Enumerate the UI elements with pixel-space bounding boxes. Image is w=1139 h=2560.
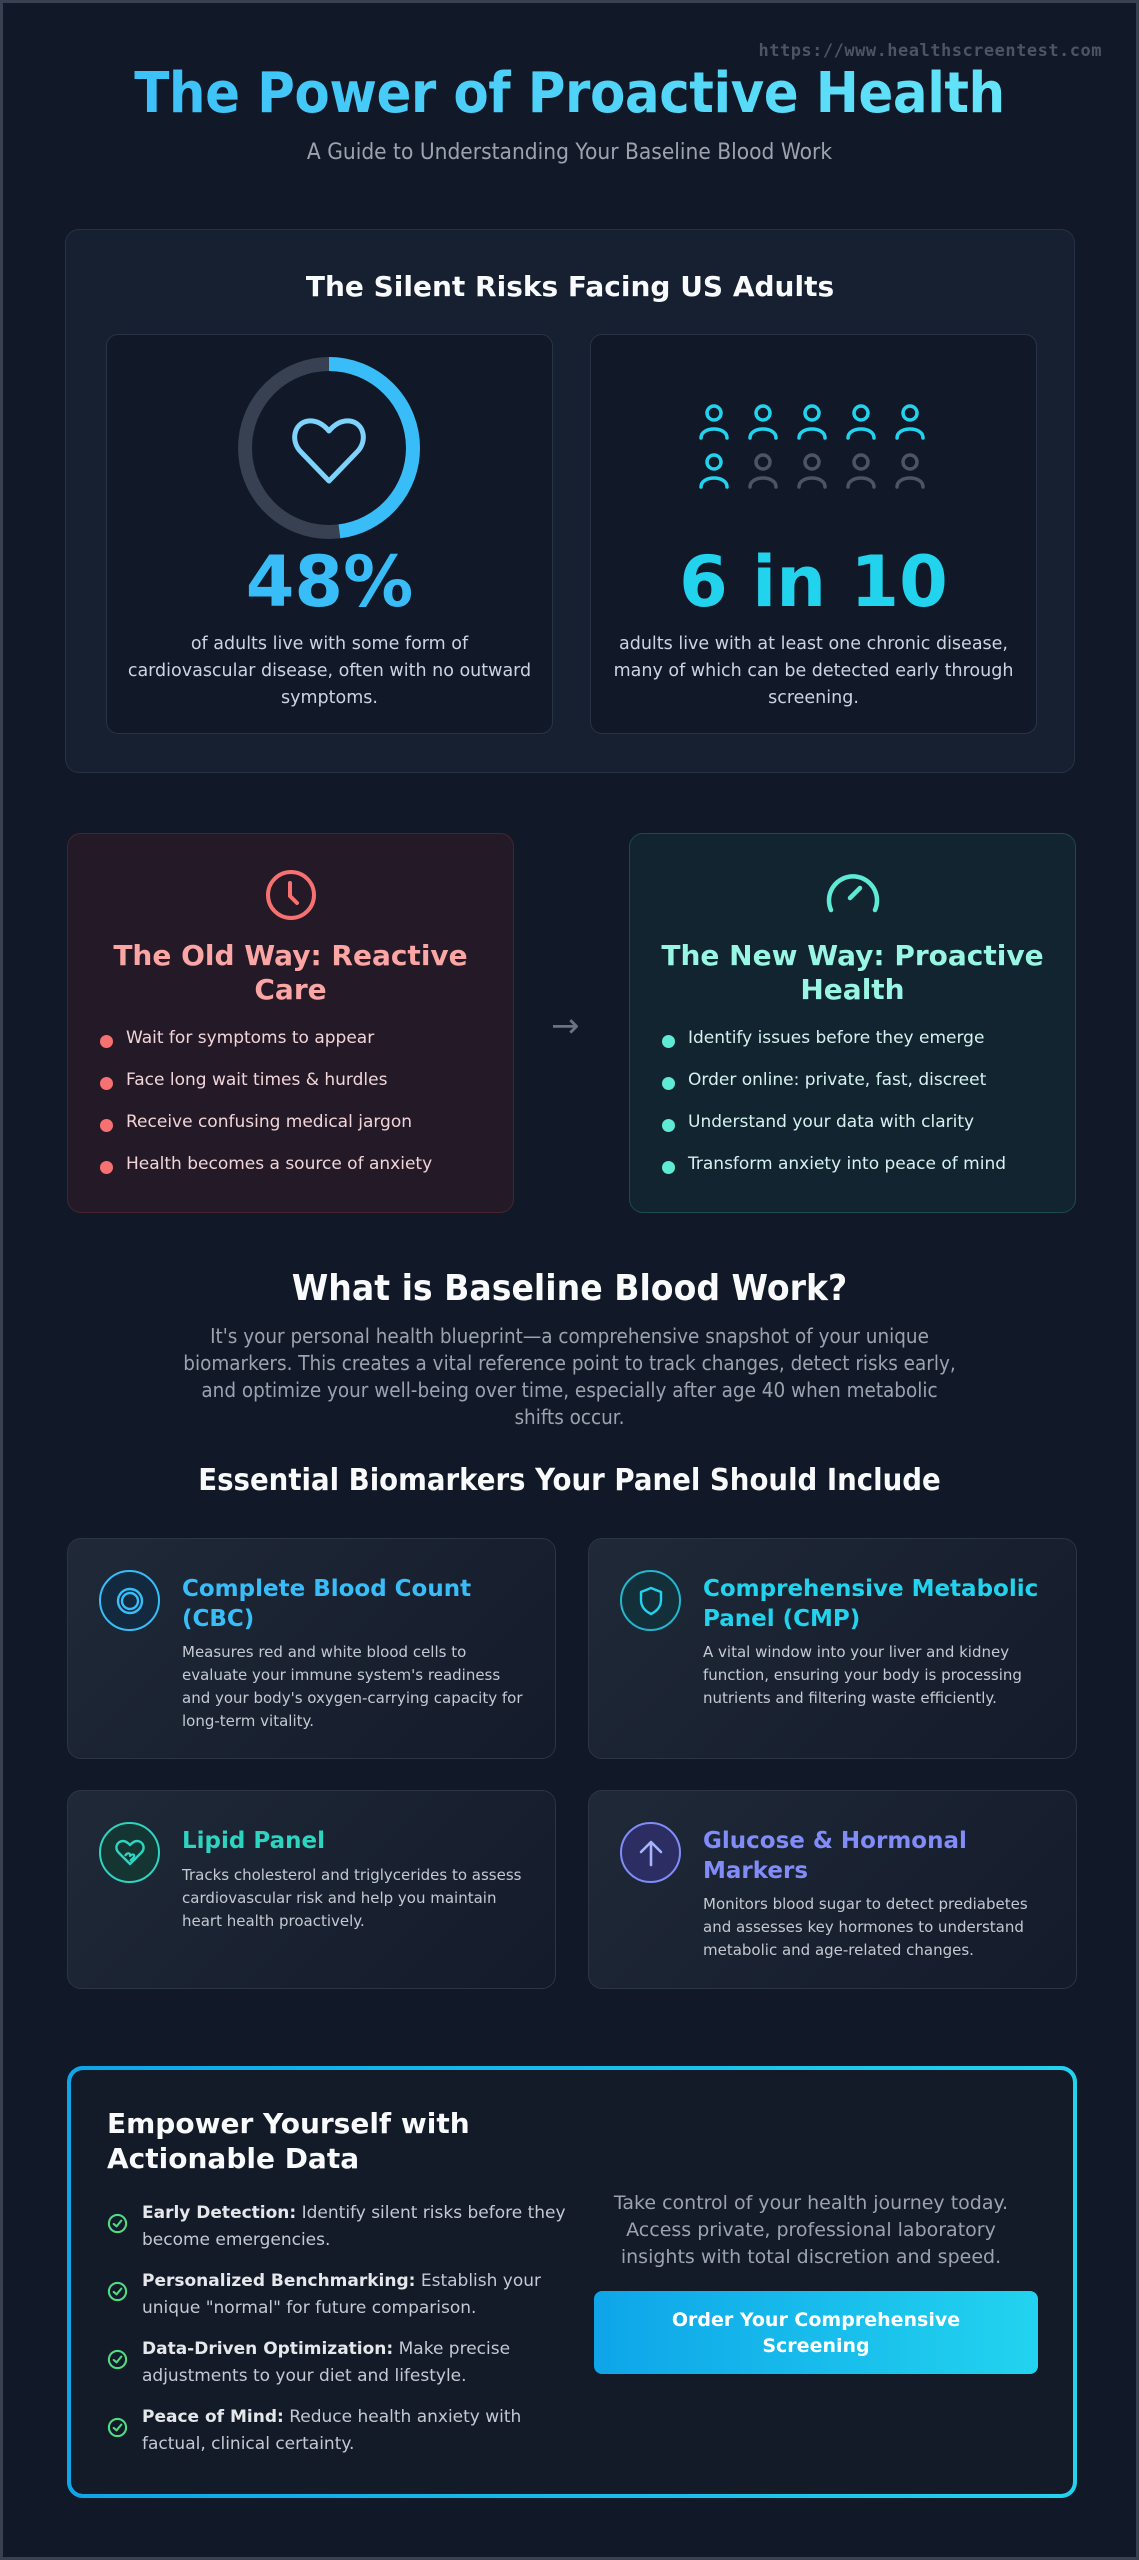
person-icon: [699, 404, 729, 440]
stat-description: adults live with at least one chronic di…: [613, 634, 1014, 708]
list-item: Face long wait times & hurdles: [100, 1068, 493, 1110]
person-icon: [748, 404, 778, 440]
benefit-item: Personalized Benchmarking: Establish you…: [107, 2268, 567, 2336]
bullet-dot: [662, 1077, 675, 1090]
check-circle-icon: [107, 2281, 128, 2302]
bullet-dot: [100, 1161, 113, 1174]
heart-icon: [292, 418, 366, 484]
stat-value: 48%: [245, 541, 414, 623]
arrow-right-icon: →: [551, 1006, 580, 1046]
bullet-dot: [662, 1035, 675, 1048]
stat-value: 6 in 10: [679, 541, 948, 623]
order-screening-button[interactable]: Order Your Comprehensive Screening: [594, 2291, 1038, 2374]
biomarker-card-lipid: Lipid Panel Tracks cholesterol and trigl…: [67, 1790, 556, 1989]
person-icon: [895, 404, 925, 440]
gauge-icon: [826, 874, 879, 913]
old-way-card: The Old Way: Reactive Care Wait for symp…: [67, 833, 514, 1213]
biomarker-title: Complete Blood Count (CBC): [182, 1576, 472, 1632]
check-circle-icon: [107, 2417, 128, 2438]
list-item: Receive confusing medical jargon: [100, 1110, 493, 1152]
benefit-item: Peace of Mind: Reduce health anxiety wit…: [107, 2404, 567, 2472]
cta-title: Empower Yourself with Actionable Data: [107, 2107, 470, 2175]
biomarker-description: Measures red and white blood cells to ev…: [182, 1643, 523, 1730]
benefit-item: Early Detection: Identify silent risks b…: [107, 2200, 567, 2268]
baseline-description: It's your personal health blueprint—a co…: [183, 1324, 956, 1429]
list-item: Transform anxiety into peace of mind: [662, 1152, 1055, 1194]
baseline-title: What is Baseline Blood Work?: [291, 1268, 848, 1309]
biomarker-description: A vital window into your liver and kidne…: [703, 1643, 1022, 1707]
clock-icon: [265, 870, 316, 920]
person-icon: [797, 404, 827, 440]
arrow-up-icon: [620, 1822, 681, 1883]
person-icon-muted: [748, 453, 778, 489]
biomarker-description: Tracks cholesterol and triglycerides to …: [182, 1866, 522, 1930]
bullet-dot: [662, 1161, 675, 1174]
stat-description: of adults live with some form of cardiov…: [127, 634, 532, 708]
new-way-card: The New Way: Proactive Health Identify i…: [629, 833, 1076, 1213]
list-item: Understand your data with clarity: [662, 1110, 1055, 1152]
person-icon: [699, 453, 729, 489]
old-way-list: Wait for symptoms to appear Face long wa…: [100, 1026, 493, 1194]
biomarkers-title: Essential Biomarkers Your Panel Should I…: [198, 1463, 941, 1498]
stat-card-chronic-disease: 6 in 10 adults live with at least one ch…: [590, 334, 1037, 734]
list-item: Identify issues before they emerge: [662, 1026, 1055, 1068]
stat-card-cardiovascular: 48% of adults live with some form of car…: [106, 334, 553, 734]
check-circle-icon: [107, 2349, 128, 2370]
biomarker-description: Monitors blood sugar to detect prediabet…: [703, 1895, 1028, 1959]
cta-message: Take control of your health journey toda…: [613, 2192, 1009, 2268]
biomarker-title: Lipid Panel: [182, 1828, 325, 1854]
biomarker-title: Glucose & Hormonal Markers: [703, 1828, 967, 1884]
biomarker-card-cbc: Complete Blood Count (CBC) Measures red …: [67, 1538, 556, 1759]
silent-risks-section: The Silent Risks Facing US Adults 48% of…: [65, 229, 1075, 773]
page-subtitle: A Guide to Understanding Your Baseline B…: [306, 140, 833, 165]
bullet-dot: [100, 1035, 113, 1048]
benefits-list: Early Detection: Identify silent risks b…: [107, 2200, 567, 2472]
list-item: Order online: private, fast, discreet: [662, 1068, 1055, 1110]
people-icon-grid: [699, 403, 929, 493]
list-item: Health becomes a source of anxiety: [100, 1152, 493, 1194]
source-url: https://www.healthscreentest.com: [758, 41, 1102, 61]
bullet-dot: [662, 1119, 675, 1132]
bullet-dot: [100, 1077, 113, 1090]
new-way-title: The New Way: Proactive Health: [661, 939, 1044, 1006]
cta-section: Empower Yourself with Actionable Data Ea…: [67, 2066, 1077, 2498]
old-way-title: The Old Way: Reactive Care: [113, 939, 468, 1006]
page-title: The Power of Proactive Health: [48, 61, 1090, 126]
infographic-page: https://www.healthscreentest.com The Pow…: [3, 3, 1136, 2557]
person-icon-muted: [846, 453, 876, 489]
new-way-list: Identify issues before they emerge Order…: [662, 1026, 1055, 1194]
biomarker-card-cmp: Comprehensive Metabolic Panel (CMP) A vi…: [588, 1538, 1077, 1759]
list-item: Wait for symptoms to appear: [100, 1026, 493, 1068]
person-icon-muted: [895, 453, 925, 489]
shield-icon: [620, 1570, 681, 1631]
person-icon: [846, 404, 876, 440]
bullet-dot: [100, 1119, 113, 1132]
biomarker-card-glucose: Glucose & Hormonal Markers Monitors bloo…: [588, 1790, 1077, 1989]
benefit-item: Data-Driven Optimization: Make precise a…: [107, 2336, 567, 2404]
blood-cell-icon: [99, 1570, 160, 1631]
person-icon-muted: [797, 453, 827, 489]
silent-risks-title: The Silent Risks Facing US Adults: [305, 270, 835, 303]
heart-pulse-icon: [99, 1822, 160, 1883]
progress-ring: [238, 357, 420, 539]
check-circle-icon: [107, 2213, 128, 2234]
biomarker-title: Comprehensive Metabolic Panel (CMP): [703, 1576, 1039, 1632]
